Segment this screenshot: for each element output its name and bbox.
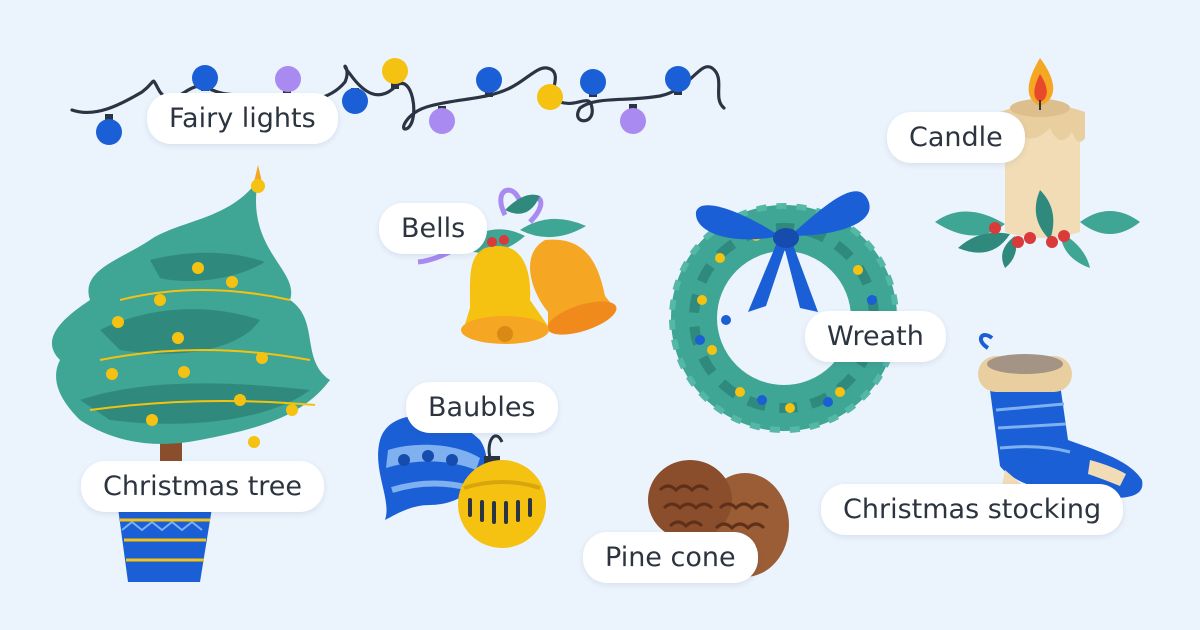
- label-christmas-stocking: Christmas stocking: [821, 484, 1124, 535]
- label-fairy-lights: Fairy lights: [147, 93, 338, 144]
- fairy-light-bulbs: [96, 58, 691, 145]
- label-christmas-tree: Christmas tree: [81, 461, 325, 512]
- label-bells: Bells: [379, 203, 488, 254]
- fairy-lights-icon: [70, 58, 726, 145]
- candle-icon: [935, 58, 1140, 268]
- label-candle: Candle: [887, 112, 1025, 163]
- holly-leaves-icon: [935, 190, 1140, 268]
- christmas-stocking-icon: [978, 333, 1143, 499]
- pine-cone-icon: [648, 460, 789, 577]
- baubles-icon: [378, 415, 546, 548]
- christmas-tree-icon: [51, 165, 330, 582]
- label-wreath: Wreath: [805, 311, 946, 362]
- label-baubles: Baubles: [406, 382, 558, 433]
- holly-berries-icon: [989, 222, 1070, 248]
- tree-ornaments: [106, 262, 298, 448]
- label-pine-cone: Pine cone: [583, 532, 758, 583]
